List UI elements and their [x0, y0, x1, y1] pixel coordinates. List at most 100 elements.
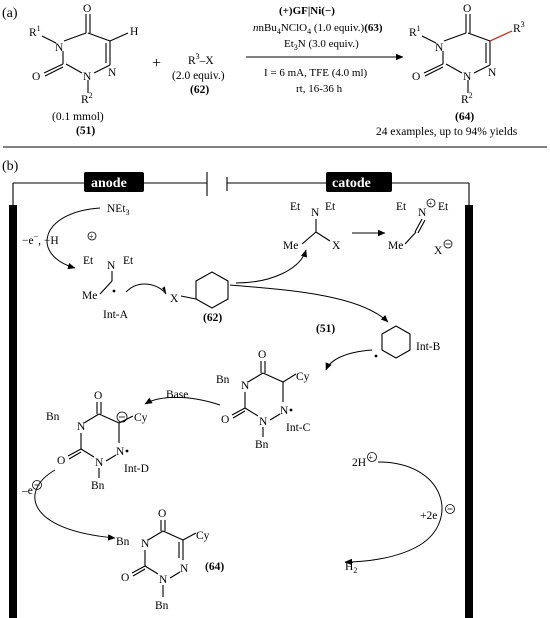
reagent-62: R3–X (2.0 equiv.) (62) — [172, 52, 225, 96]
int-d-o-top: O — [94, 390, 102, 402]
atom-r1: R1 — [29, 24, 41, 39]
reduction-label: –e — [21, 485, 33, 497]
int-d-cy: Cy — [134, 412, 148, 424]
net3-label: NEt3 — [107, 203, 130, 217]
amine2-et-left: Et — [396, 201, 407, 213]
p64-code: (64) — [205, 561, 224, 573]
reagent-formula: R3–X — [188, 52, 214, 67]
atom-r2: R2 — [81, 91, 93, 106]
code-62: (62) — [203, 312, 222, 324]
int-c-n1: N — [259, 416, 268, 428]
p64-o-top: O — [158, 508, 166, 520]
cond-electrodes: (+)GF|Ni(−) — [279, 5, 335, 17]
part-b-label: (b) — [2, 159, 19, 174]
atom-o-top: O — [83, 3, 91, 15]
amine2-me: Me — [388, 240, 403, 252]
p64-o-left: O — [121, 572, 129, 584]
electrons-label: +2e — [420, 510, 437, 522]
electrochemical-cell: anode catode — [9, 172, 473, 618]
atom-n3: N — [55, 42, 64, 54]
int-c-n3: N — [241, 380, 250, 392]
reactant-amount: (0.1 mmol) — [52, 111, 104, 123]
int-d-bn-top: Bn — [46, 411, 60, 423]
amine1-x: X — [332, 240, 341, 252]
product-atom-r2: R2 — [461, 91, 473, 106]
p64-cy: Cy — [196, 530, 210, 542]
reaction-conditions: (+)GF|Ni(−) nnBu4NClO4 (1.0 equiv.)(63) … — [246, 5, 404, 95]
int-d: O Cy N N Bn O N Bn Int-D — [46, 390, 149, 492]
h2-label: H2 — [345, 561, 357, 575]
int-d-label: Int-D — [124, 463, 149, 475]
base-label: Base — [166, 389, 188, 401]
reactant-code: (51) — [76, 125, 95, 137]
amine1-et-right: Et — [325, 201, 336, 213]
oxidation-label: −e−, −H — [22, 232, 59, 247]
part-a: (a) O N R1 H N N O R2 (0.1 mmol) — [2, 3, 525, 138]
anode-label-bg — [84, 172, 144, 192]
product-64: O N R1 R3 N N O R2 (64) 24 examples, up … — [376, 3, 525, 138]
int-c-label: Int-C — [286, 422, 311, 434]
product-atom-r3: R3 — [513, 20, 525, 35]
atom-o-left: O — [32, 71, 40, 83]
amine2-n: N — [418, 207, 427, 219]
int-b: Int-B (51) — [316, 323, 441, 371]
amine1-me: Me — [283, 240, 298, 252]
cond-electrolyte: nnBu4NClO4 (1.0 equiv.)(63) — [253, 22, 383, 36]
amine2-x: X — [434, 245, 443, 257]
product-atom-o-left: O — [412, 71, 420, 83]
cyclohexyl-halide: X (62) — [170, 271, 229, 324]
arrow-base — [144, 396, 221, 406]
product-64-b: O Cy N N Bn O N Bn (64) — [116, 508, 224, 612]
anode-label: anode — [91, 176, 127, 191]
h-plus-label: 2H — [352, 457, 366, 469]
net3-oxidation: NEt3 −e−, −H + — [22, 203, 130, 270]
arrow-d-to-64 — [34, 469, 116, 541]
int-d-o-left: O — [57, 455, 65, 467]
int-a-et-right: Et — [123, 255, 134, 267]
int-c-o-left: O — [221, 414, 229, 426]
int-c-n-right: N — [280, 405, 289, 417]
halide-x: X — [170, 293, 179, 305]
cathode-electrode — [465, 205, 473, 618]
cathode-label-bg — [326, 172, 392, 192]
cond-time: rt, 16-36 h — [296, 83, 343, 95]
int-d-n1: N — [95, 457, 104, 469]
code-51: (51) — [316, 323, 335, 335]
amine2-et-right: Et — [438, 201, 449, 213]
int-c: O Cy N N Bn O N Bn Int-C — [216, 349, 311, 451]
product-atom-n-ring: N — [488, 67, 497, 79]
int-d-n3: N — [77, 421, 86, 433]
int-a: Et X N Et Me Int-A — [82, 255, 167, 321]
part-b: (b) anode catode NEt3 −e−, −H + Et — [2, 159, 473, 618]
int-c-bn-top: Bn — [216, 374, 230, 386]
hydrogen-evolution: 2H + +2e H2 — [344, 452, 455, 575]
cond-base: Et3N (3.0 equiv.) — [284, 38, 359, 52]
int-a-n-atom: N — [107, 260, 116, 272]
part-a-label: (a) — [2, 6, 18, 21]
int-d-bn-bottom: Bn — [91, 480, 105, 492]
int-c-cy: Cy — [296, 371, 310, 383]
p64-bn-top: Bn — [116, 536, 130, 548]
int-c-bn-bottom: Bn — [255, 439, 269, 451]
int-c-o-top: O — [258, 349, 266, 361]
int-d-n-right: N — [116, 446, 125, 458]
svg-text:+: + — [369, 453, 374, 462]
p64-bn-bottom: Bn — [155, 600, 169, 612]
amine1-n: N — [311, 207, 320, 219]
amine-products: Et N Et Me X Et N + Et Me X — [235, 198, 453, 284]
reactant-51: O N R1 H N N O R2 (0.1 mmol) (51) — [29, 3, 138, 137]
reagent-equiv: (2.0 equiv.) — [172, 70, 225, 82]
p64-n1: N — [159, 574, 168, 586]
int-a-me: Me — [82, 290, 97, 302]
atom-n1: N — [83, 71, 92, 83]
product-atom-n1: N — [463, 71, 472, 83]
int-b-label: Int-B — [416, 341, 441, 353]
product-atom-o: O — [463, 3, 471, 15]
svg-text:+: + — [89, 232, 94, 241]
r3-bond — [489, 30, 513, 42]
reagent-code: (62) — [190, 84, 209, 96]
plus-sign: + — [152, 55, 161, 72]
int-a-et-left: Et — [83, 255, 94, 267]
p64-n3: N — [141, 538, 150, 550]
